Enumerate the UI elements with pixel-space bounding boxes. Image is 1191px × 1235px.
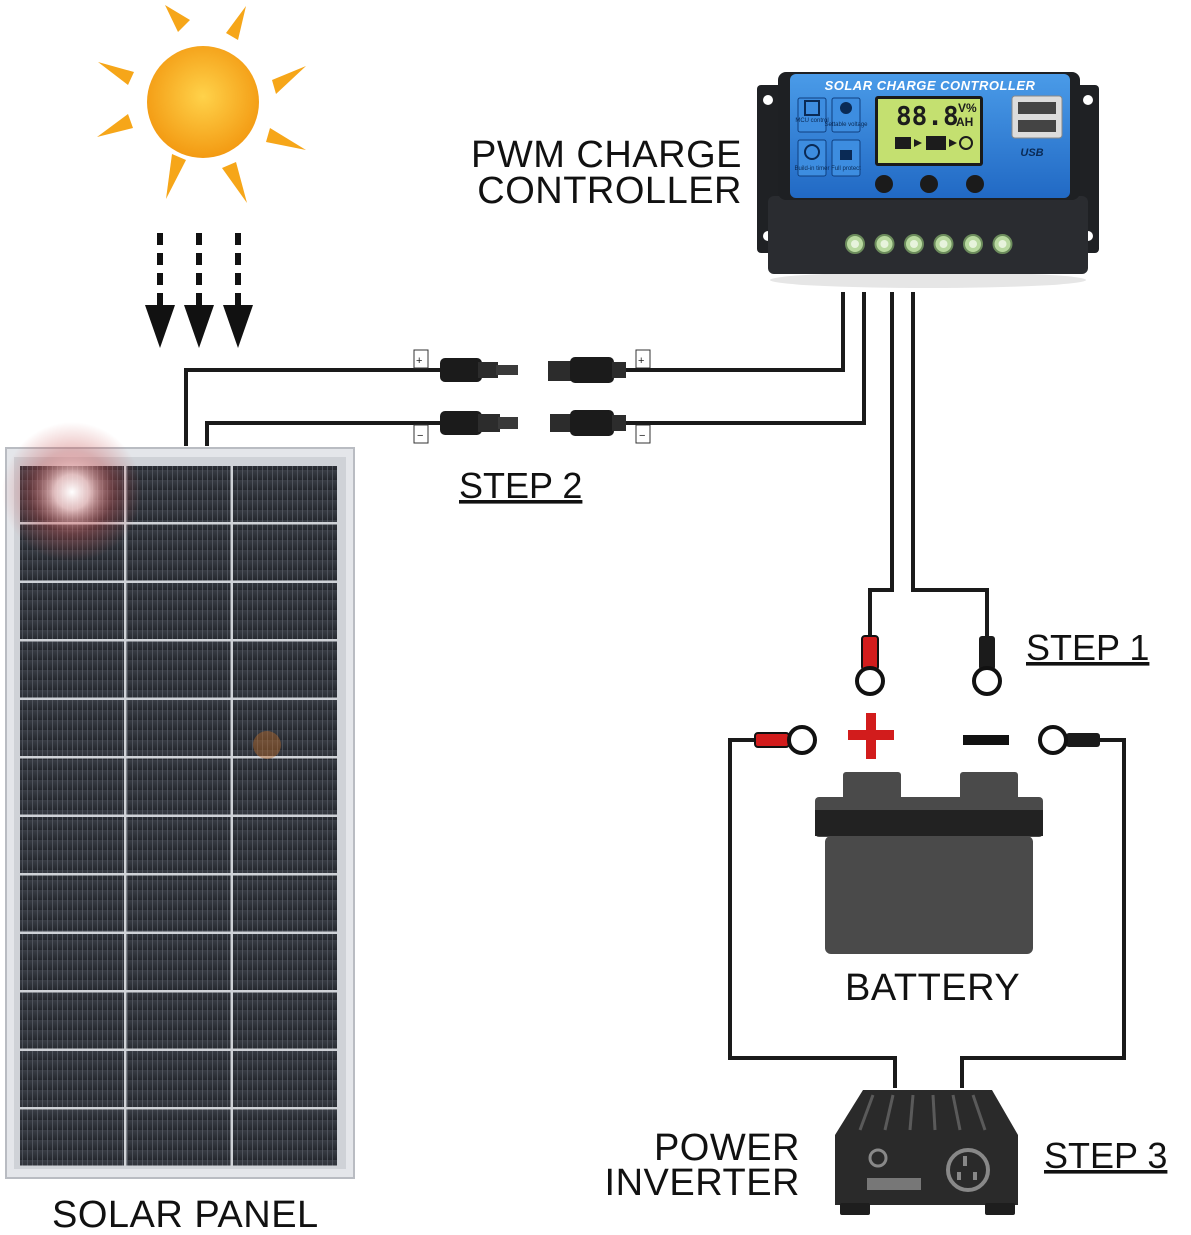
solar-cell xyxy=(233,1051,337,1107)
solar-cell xyxy=(126,524,231,581)
solar-cell xyxy=(126,992,231,1049)
solar-cell xyxy=(126,758,231,815)
lcd-flow-icon xyxy=(895,136,973,150)
solar-cell xyxy=(233,758,337,815)
inverter-label-line1: POWER xyxy=(654,1127,800,1169)
mc4-connector-panel-negative: − xyxy=(413,411,518,444)
controller-down-button xyxy=(966,175,984,193)
solar-cell xyxy=(20,817,124,873)
solar-cell xyxy=(20,934,124,990)
solar-cell xyxy=(233,466,337,522)
solar-cell xyxy=(126,466,231,522)
usb-label: USB xyxy=(1020,147,1043,159)
controller-battery-negative-wire xyxy=(911,292,989,640)
solar-cell xyxy=(20,700,124,756)
solar-cell xyxy=(126,700,231,756)
solar-cell xyxy=(233,524,337,581)
solar-cell xyxy=(233,700,337,756)
solar-panel-label: SOLAR PANEL xyxy=(52,1194,319,1235)
positive-mark: + xyxy=(416,355,422,367)
sun-icon xyxy=(97,5,306,203)
inverter-ring-terminal-negative xyxy=(1038,725,1100,755)
solar-cell xyxy=(126,875,231,932)
inverter-positive-wire xyxy=(728,738,897,1088)
ring-terminal-negative xyxy=(972,636,1002,696)
solar-cell xyxy=(126,641,231,698)
controller-pv-positive-wire xyxy=(626,292,845,372)
mc4-connector-controller-negative: − xyxy=(550,410,651,444)
icon-label-voltage: Settable voltage xyxy=(824,122,868,128)
sunlight-arrows xyxy=(157,233,241,310)
terminal-screw-head xyxy=(998,240,1007,248)
icon-label-mcu: MCU control xyxy=(795,118,828,124)
solar-cell xyxy=(20,641,124,698)
solar-cell xyxy=(126,1109,231,1166)
controller-pv-negative-wire xyxy=(626,292,866,425)
solar-cell xyxy=(20,875,124,932)
ring-terminal-positive xyxy=(855,635,885,696)
controller-terminals xyxy=(845,234,1013,254)
step-2-label: STEP 2 xyxy=(459,465,582,506)
solar-cell xyxy=(233,641,337,698)
terminal-screw-head xyxy=(939,240,948,248)
solar-cell xyxy=(233,817,337,873)
controller-menu-button xyxy=(875,175,893,193)
solar-cell xyxy=(20,1109,124,1166)
terminal-screw-head xyxy=(910,240,918,248)
charge-controller-icon: SOLAR CHARGE CONTROLLER MCU control Sett… xyxy=(757,72,1099,288)
controller-up-button xyxy=(920,175,938,193)
lcd-unit-top: V% xyxy=(958,101,977,115)
inverter-negative-wire xyxy=(960,738,1126,1088)
negative-mark: − xyxy=(417,430,423,442)
solar-cell xyxy=(233,583,337,639)
panel-leads xyxy=(184,368,440,446)
solar-cell xyxy=(126,934,231,990)
power-inverter-icon xyxy=(835,1090,1018,1215)
solar-cell xyxy=(233,992,337,1049)
solar-cell xyxy=(20,758,124,815)
inverter-label-line2: INVERTER xyxy=(605,1162,800,1204)
solar-cell xyxy=(126,1051,231,1107)
negative-mark: − xyxy=(639,430,645,442)
lcd-unit-bottom: AH xyxy=(956,115,973,129)
sunlight-arrowheads xyxy=(145,305,253,348)
solar-cell xyxy=(233,1109,337,1166)
mc4-connector-controller-positive: + xyxy=(548,349,651,383)
solar-cell xyxy=(126,817,231,873)
solar-cell xyxy=(20,583,124,639)
solar-cell xyxy=(126,583,231,639)
battery-icon xyxy=(815,713,1043,954)
controller-title: SOLAR CHARGE CONTROLLER xyxy=(825,78,1036,93)
solar-cell xyxy=(20,992,124,1049)
icon-label-timer: Build-in timer xyxy=(794,166,829,172)
solar-panel-icon xyxy=(2,422,355,1179)
step-1-label: STEP 1 xyxy=(1026,627,1149,668)
controller-label-line2: CONTROLLER xyxy=(477,170,742,212)
mc4-connector-panel-positive: + xyxy=(413,349,518,382)
positive-mark: + xyxy=(638,355,644,367)
lcd-digits: 88.8 xyxy=(896,102,959,132)
controller-label-line1: PWM CHARGE xyxy=(471,134,742,176)
inverter-ring-terminal-positive xyxy=(754,725,817,755)
solar-cell xyxy=(20,1051,124,1107)
terminal-screw-head xyxy=(969,240,977,248)
icon-label-protect: Full protect xyxy=(831,166,861,172)
battery-label: BATTERY xyxy=(845,967,1020,1009)
terminal-screw-head xyxy=(851,240,859,248)
controller-battery-positive-wire xyxy=(868,292,894,640)
solar-cell xyxy=(233,934,337,990)
step-3-label: STEP 3 xyxy=(1044,1135,1167,1176)
solar-cell xyxy=(233,875,337,932)
terminal-screw-head xyxy=(880,240,889,248)
